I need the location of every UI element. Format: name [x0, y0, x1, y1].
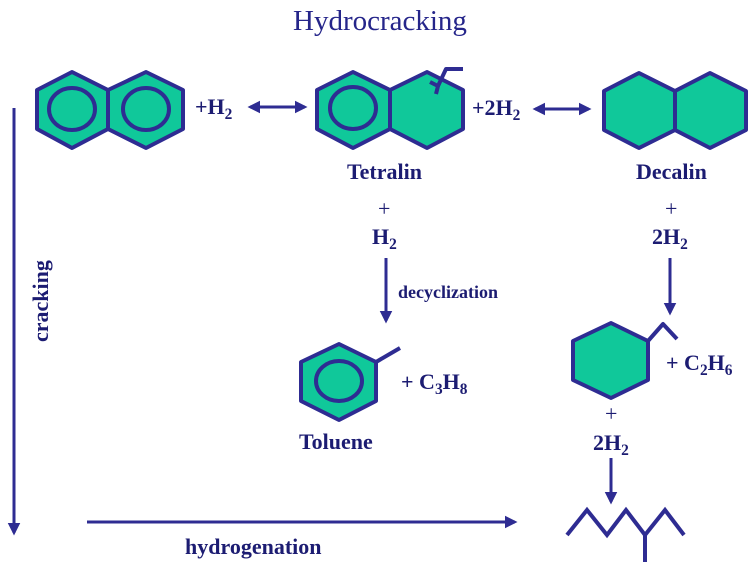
- plus-sign: +: [605, 401, 618, 426]
- cracking-label: cracking: [28, 260, 53, 342]
- reagent-h2-tetralin: H2: [372, 224, 397, 254]
- reagent-h2: +H2: [195, 94, 233, 124]
- branched-alkane-molecule: [565, 506, 686, 562]
- ring: [673, 71, 748, 150]
- decalin-molecule: [602, 71, 748, 150]
- aromatic-circle: [121, 86, 171, 132]
- methyl-bond: [374, 346, 402, 364]
- aromatic-circle: [47, 86, 97, 132]
- radical-mark: [436, 67, 463, 87]
- reagent-2h2-ech: 2H2: [593, 430, 629, 460]
- reagent-2h2-decalin: 2H2: [652, 224, 688, 254]
- ring: [388, 70, 465, 150]
- tetralin-label: Tetralin: [347, 159, 422, 184]
- decyclization-label: decyclization: [398, 282, 498, 302]
- reagent-2h2: +2H2: [472, 95, 521, 125]
- hydrogenation-label: hydrogenation: [185, 534, 322, 559]
- naphthalene-molecule: [35, 70, 185, 150]
- ethyl-chain: [646, 322, 679, 343]
- plus-sign: +: [378, 196, 391, 221]
- ring: [571, 321, 650, 400]
- ethylcyclohexane-molecule: [571, 321, 679, 400]
- toluene-molecule: [299, 342, 402, 422]
- carbon-chain: [565, 506, 686, 539]
- ethane-product: + C2H6: [666, 350, 733, 380]
- diagram-title: Hydrocracking: [293, 5, 467, 37]
- ring: [602, 71, 677, 150]
- plus-sign: +: [665, 196, 678, 221]
- aromatic-circle: [328, 85, 378, 131]
- tetralin-molecule: [315, 67, 465, 150]
- toluene-label: Toluene: [299, 429, 373, 454]
- propane-product: + C3H8: [401, 369, 468, 399]
- radical-mark: [429, 80, 440, 95]
- decalin-label: Decalin: [636, 159, 707, 184]
- aromatic-circle: [314, 359, 364, 403]
